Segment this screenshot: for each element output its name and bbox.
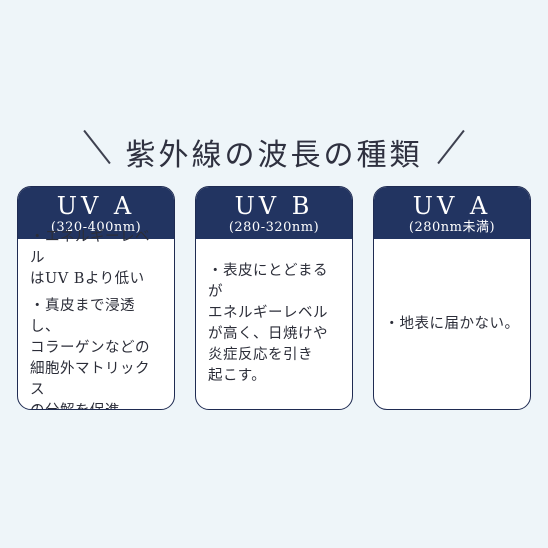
card-header: UV B (280-320nm) xyxy=(196,187,352,239)
card-body: ・地表に届かない。 xyxy=(374,239,530,409)
card-range: (320-400nm) xyxy=(50,220,142,235)
card-uvb: UV B (280-320nm) ・表皮にとどまるが エネルギーレベル が高く、… xyxy=(195,186,353,410)
card-bullet: ・真皮まで浸透し、 コラーゲンなどの 細胞外マトリックス の分解を促進。 xyxy=(30,297,150,410)
card-header: UV A (320-400nm) xyxy=(18,187,174,239)
card-body: ・表皮にとどまるが エネルギーレベル が高く、日焼けや 炎症反応を引き 起こす。 xyxy=(196,239,352,409)
card-uva: UV A (320-400nm) ・エネルギーレベル はUV Bより低い ・真皮… xyxy=(17,186,175,410)
card-header: UV A (280nm未満) xyxy=(374,187,530,239)
card-body: ・エネルギーレベル はUV Bより低い ・真皮まで浸透し、 コラーゲンなどの 細… xyxy=(18,229,174,410)
card-name: UV A xyxy=(56,192,136,220)
card-name: UV A xyxy=(412,192,492,220)
card-uvc: UV A (280nm未満) ・地表に届かない。 xyxy=(373,186,531,410)
page-title: 紫外線の波長の種類 xyxy=(125,138,423,173)
card-bullet: ・地表に届かない。 xyxy=(384,315,520,332)
card-name: UV B xyxy=(234,192,314,220)
card-bullet: ・エネルギーレベル はUV Bより低い xyxy=(30,228,150,287)
card-range: (280nm未満) xyxy=(408,220,496,235)
card-range: (280-320nm) xyxy=(228,220,320,235)
card-bullet: ・表皮にとどまるが エネルギーレベル が高く、日焼けや 炎症反応を引き 起こす。 xyxy=(208,263,328,384)
title-row: 紫外線の波長の種類 xyxy=(0,120,548,176)
